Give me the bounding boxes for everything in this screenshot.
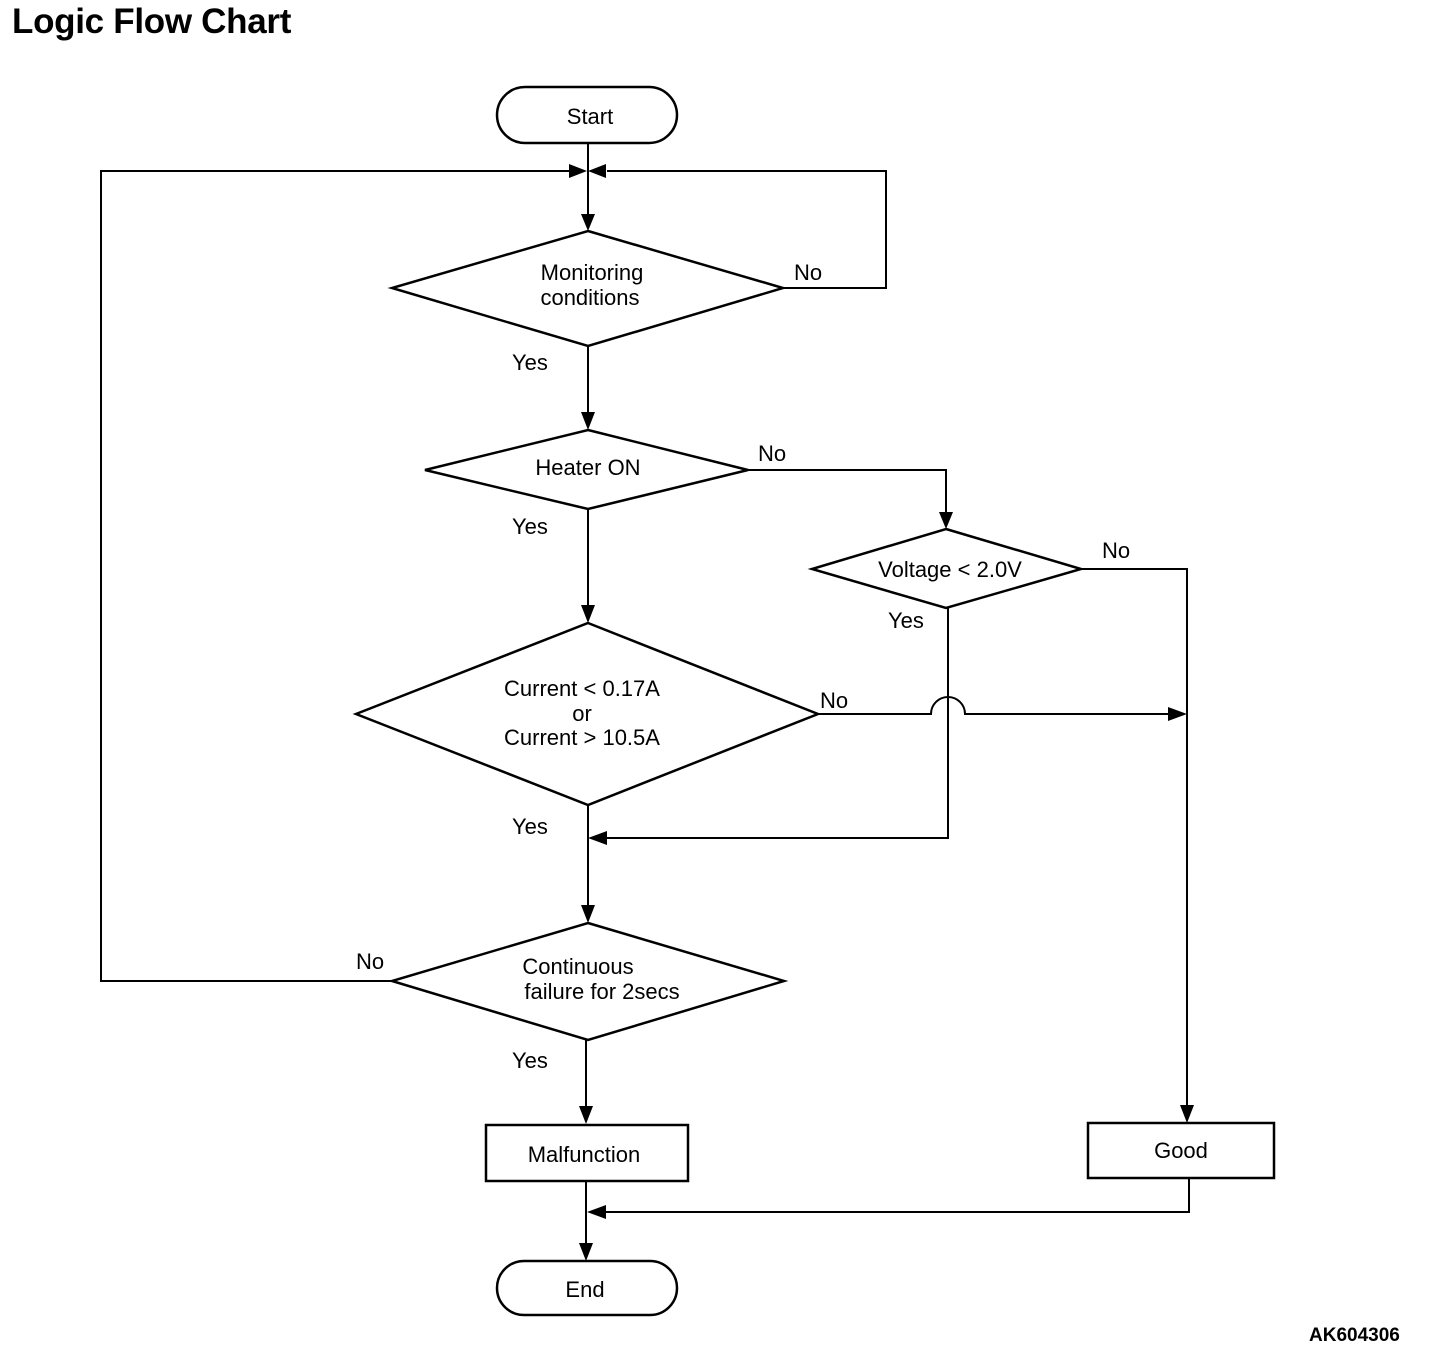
arrow-continuous-no-return — [569, 164, 587, 178]
continuous-decision — [387, 921, 789, 1042]
edge-label-heater-no: No — [758, 441, 786, 466]
good-process — [1086, 1121, 1276, 1180]
edge-label-voltage-no: No — [1102, 538, 1130, 563]
edge-voltage-no — [1081, 568, 1188, 1106]
node-malfunction: Malfunction — [484, 1123, 690, 1183]
edge-continuous-no-loop — [100, 170, 570, 982]
node-start: Start — [495, 85, 679, 145]
edge-voltage-yes — [607, 608, 949, 839]
edge-good-to-end — [606, 1179, 1190, 1213]
edge-labels: No Yes No Yes No Yes No Yes No Yes — [356, 260, 1130, 1073]
malfunction-label: Malfunction — [528, 1142, 641, 1167]
current-label-line3: Current > 10.5A — [504, 725, 660, 750]
arrow-current-no-join — [1168, 707, 1187, 721]
edge-monitoring-no-loop — [607, 170, 887, 289]
monitoring-label-line1: Monitoring — [541, 260, 644, 285]
edge-label-current-yes: Yes — [512, 814, 548, 839]
edge-label-monitoring-yes: Yes — [512, 350, 548, 375]
figure-reference-code: AK604306 — [1309, 1325, 1400, 1346]
monitoring-label-line2: conditions — [540, 285, 639, 310]
current-label-line1: Current < 0.17A — [504, 676, 660, 701]
edge-label-voltage-yes: Yes — [888, 608, 924, 633]
voltage-label: Voltage < 2.0V — [878, 557, 1022, 582]
arrowheads — [569, 164, 1194, 1261]
node-heater: Heater ON — [424, 428, 749, 511]
voltage-decision — [807, 527, 1086, 610]
arrow-voltage-yes-join — [588, 831, 607, 845]
arrow-into-voltage — [939, 512, 953, 529]
current-decision — [352, 621, 822, 807]
arrow-good-join — [587, 1205, 606, 1219]
start-label: Start — [567, 104, 613, 129]
edge-heater-no — [748, 469, 947, 512]
good-label: Good — [1154, 1138, 1208, 1163]
edge-label-continuous-no: No — [356, 949, 384, 974]
node-good: Good — [1086, 1121, 1276, 1180]
edge-current-no — [818, 696, 1168, 715]
node-voltage: Voltage < 2.0V — [807, 527, 1086, 610]
arrow-monitoring-no-return — [588, 164, 606, 178]
arrow-into-monitoring — [581, 214, 595, 231]
arrow-into-continuous — [581, 905, 595, 923]
arrow-into-good — [1180, 1105, 1194, 1123]
node-monitoring: Monitoring conditions — [387, 229, 788, 348]
node-end: End — [495, 1259, 679, 1317]
continuous-label-line1: Continuous — [522, 954, 633, 979]
arrow-into-current — [581, 605, 595, 623]
arrow-into-heater — [581, 412, 595, 430]
node-continuous: Continuous failure for 2secs — [387, 921, 789, 1042]
arrow-into-malfunction — [579, 1106, 593, 1124]
edge-label-monitoring-no: No — [794, 260, 822, 285]
start-terminator — [495, 85, 679, 145]
arrow-into-end — [579, 1243, 593, 1261]
end-terminator — [495, 1259, 679, 1317]
connectors — [100, 143, 1190, 1243]
page-title: Logic Flow Chart — [12, 2, 292, 41]
malfunction-process — [484, 1123, 690, 1183]
heater-decision — [424, 428, 749, 511]
current-label-line2: or — [572, 701, 592, 726]
end-label: End — [565, 1277, 604, 1302]
heater-label: Heater ON — [535, 455, 640, 480]
edge-label-heater-yes: Yes — [512, 514, 548, 539]
continuous-label-line2: failure for 2secs — [524, 979, 679, 1004]
node-current: Current < 0.17A or Current > 10.5A — [352, 621, 822, 807]
monitoring-decision — [387, 229, 788, 348]
edge-label-continuous-yes: Yes — [512, 1048, 548, 1073]
edge-label-current-no: No — [820, 688, 848, 713]
